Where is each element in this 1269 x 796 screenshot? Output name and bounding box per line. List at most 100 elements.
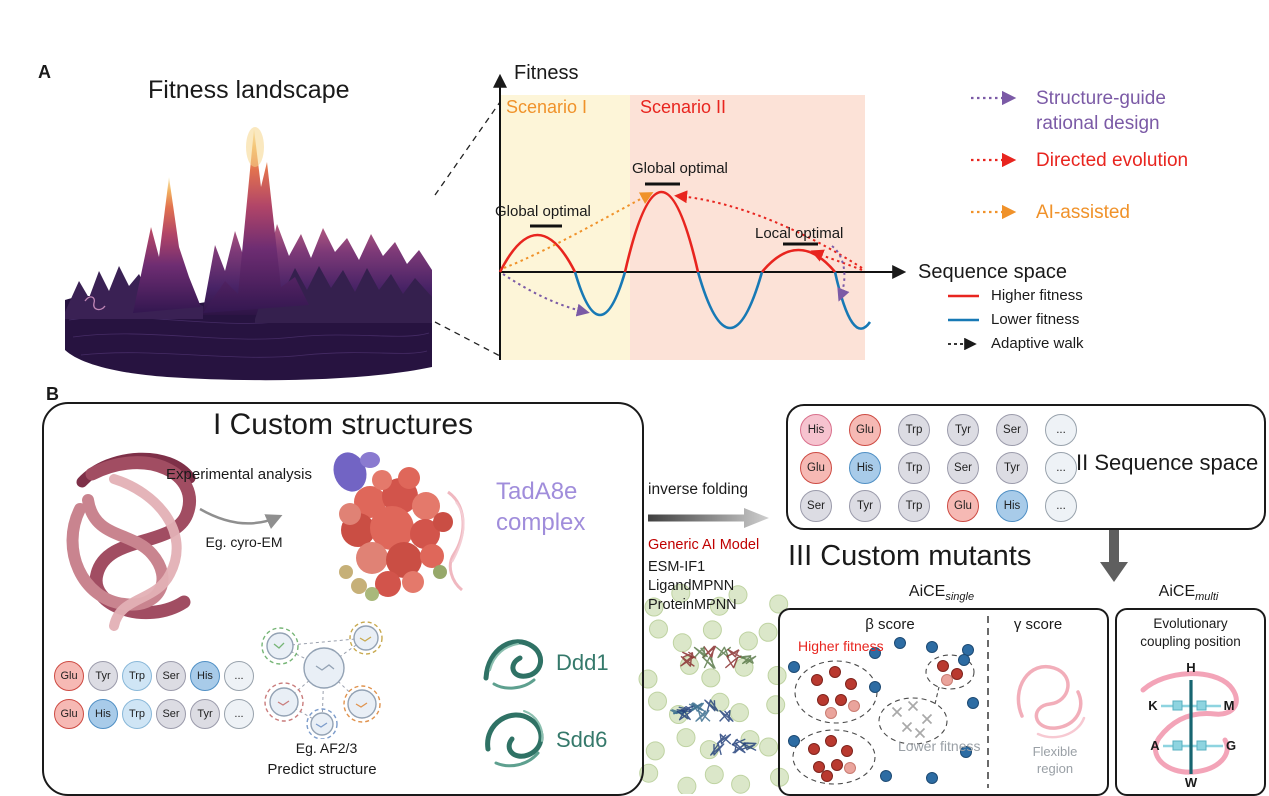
flexible-line1: Flexible <box>1032 744 1078 759</box>
legend-adaptive-walk: Adaptive walk <box>947 335 1084 352</box>
coupling-line1: Evolutionary <box>1153 616 1228 631</box>
aice-multi-label: AiCEmulti <box>1115 583 1262 603</box>
score-scatter-illustration <box>788 616 1086 788</box>
experimental-analysis-label: Experimental analysis <box>166 466 312 483</box>
local-optimal-label: Local optimal <box>755 225 844 242</box>
global-optimal-label-1: Global optimal <box>495 203 591 220</box>
lower-fitness-dots <box>788 637 979 784</box>
aa-circle: Tyr <box>88 661 118 691</box>
scenario2-band <box>630 95 865 360</box>
predict-structure-label: Predict structure <box>267 761 377 778</box>
aa-circle: Ser <box>947 452 979 484</box>
sequence-space-axis-label: Sequence space <box>918 261 1068 283</box>
scenario1-band <box>500 95 630 360</box>
sequence-space-title: II Sequence space <box>1076 450 1259 475</box>
aa-circle: Glu <box>849 414 881 446</box>
legend-higher-fitness: Higher fitness <box>947 287 1083 304</box>
lower-fitness-curve <box>573 271 627 317</box>
aa-circle: Glu <box>947 490 979 522</box>
legend-lower-fitness: Lower fitness <box>947 311 1079 328</box>
legend-lower-fitness-label: Lower fitness <box>991 311 1080 328</box>
purple-dotted-arrow-icon <box>971 90 1017 106</box>
legend-higher-fitness-label: Higher fitness <box>991 287 1083 304</box>
coupling-diagram: H K M A G W <box>1140 660 1239 790</box>
aa-circle: His <box>190 661 220 691</box>
residue-m: M <box>1224 698 1235 713</box>
scenario1-label: Scenario I <box>506 97 588 117</box>
peak-glow <box>246 127 264 167</box>
complex-core <box>339 467 453 597</box>
legend-ai-assisted-label: AI-assisted <box>1036 202 1130 223</box>
structure-guided-arrow <box>831 245 850 302</box>
sdd6-ribbon-illustration <box>485 710 544 768</box>
fitness-plot <box>493 73 907 360</box>
protein-sticks-illustration <box>638 584 789 794</box>
sdd6-label: Sdd6 <box>556 727 608 752</box>
legend-directed-evolution-label: Directed evolution <box>1036 150 1189 171</box>
black-dashed-arrow-icon <box>948 337 977 350</box>
tada8e-line2: complex <box>496 509 586 537</box>
residue-w: W <box>1185 775 1198 790</box>
aice-single-box: β score γ score Higher fitness Lower fit… <box>778 608 1109 796</box>
cryo-em-label: Eg. cyro-EM <box>205 534 283 550</box>
zoom-connector-lines <box>434 101 501 357</box>
higher-fitness-curve <box>760 248 837 273</box>
panel-b-label: B <box>46 384 59 404</box>
higher-fitness-label: Higher fitness <box>798 638 884 654</box>
tada8e-complex-illustration <box>333 452 465 601</box>
aice-multi-name: AiCE <box>1158 583 1196 600</box>
beta-score-label: β score <box>865 616 915 633</box>
excluded-x-marks <box>891 700 933 739</box>
directed-evolution-arrow <box>674 190 863 269</box>
protein-squiggle-illustration <box>66 452 196 631</box>
blue-line-icon <box>948 318 979 321</box>
aa-circle: Trp <box>898 414 930 446</box>
aa-circle: His <box>849 452 881 484</box>
higher-fitness-curve <box>623 190 700 273</box>
aa-circle: Tyr <box>849 490 881 522</box>
aa-circle: Ser <box>996 414 1028 446</box>
aa-circle: Glu <box>54 699 84 729</box>
af23-label: Eg. AF2/3 <box>295 740 358 756</box>
orange-dotted-arrow-icon <box>971 204 1017 220</box>
aa-circle: ... <box>224 661 254 691</box>
legend-directed-evolution: Directed evolution <box>970 148 1206 173</box>
aa-circle: Ser <box>800 490 832 522</box>
aa-circle: Trp <box>122 661 152 691</box>
aice-single-label: AiCEsingle <box>778 583 1105 603</box>
legend-adaptive-walk-label: Adaptive walk <box>991 335 1084 352</box>
tada8e-line1: TadA8e <box>496 478 578 505</box>
aice-single-subscript: single <box>945 591 975 604</box>
aa-circle: His <box>996 490 1028 522</box>
fitness-landscape-3d <box>65 127 432 381</box>
aa-circle: Tyr <box>996 452 1028 484</box>
model-proteinmpnn: ProteinMPNN <box>648 597 737 613</box>
residue-h: H <box>1186 660 1195 675</box>
pink-scribble <box>84 296 106 311</box>
aa-circle: Tyr <box>947 414 979 446</box>
aa-circle: Ser <box>156 661 186 691</box>
pink-ribbon <box>1140 671 1239 775</box>
flexible-region-squiggle <box>1016 664 1086 739</box>
custom-structures-box: I Custom structures Experimental analysi… <box>42 402 644 796</box>
lower-fitness-label: Lower fitness <box>898 738 981 754</box>
aa-circle: ... <box>1045 452 1077 484</box>
scenario2-label: Scenario II <box>640 97 727 117</box>
gamma-score-label: γ score <box>1013 616 1063 633</box>
red-line-icon <box>948 294 979 297</box>
down-arrow-icon <box>1100 530 1128 582</box>
inverse-folding-arrow <box>648 508 769 528</box>
model-esm-if1: ESM-IF1 <box>648 559 706 575</box>
aa-circle: Trp <box>898 490 930 522</box>
flexible-line2: region <box>1036 760 1074 776</box>
red-dotted-arrow-icon <box>971 152 1017 168</box>
legend-ai-assisted: AI-assisted <box>970 200 1206 225</box>
flexible-region-label: Flexible region <box>1013 744 1097 778</box>
ddd1-label: Ddd1 <box>556 650 609 675</box>
